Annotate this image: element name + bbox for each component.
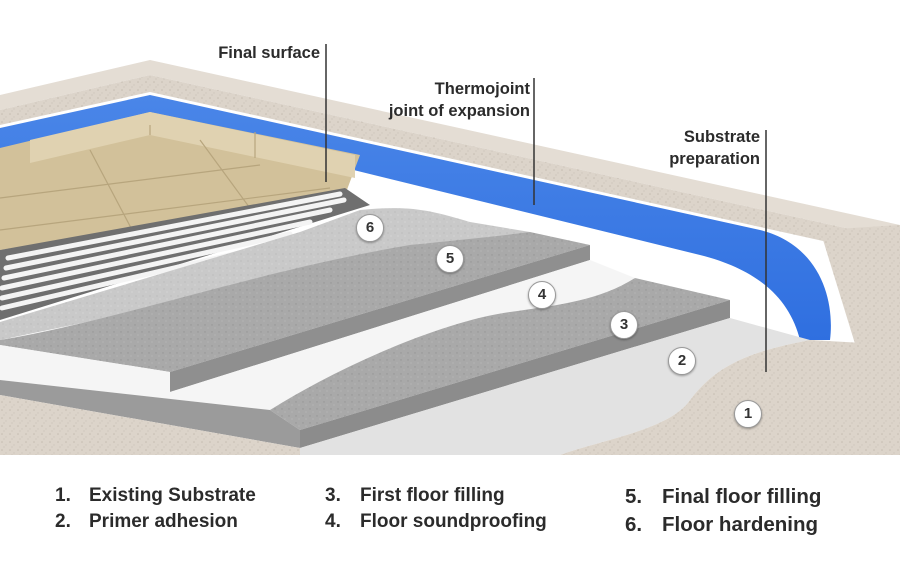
layer-4-surface (0, 260, 635, 410)
badge-layer-5: 5 (436, 245, 464, 273)
callout-thermojoint: Thermojoint joint of expansion (340, 78, 530, 122)
wall-right (820, 225, 900, 360)
badge-layer-1: 1 (734, 400, 762, 428)
badge-layer-3: 3 (610, 311, 638, 339)
legend-label-1: Existing Substrate (89, 485, 256, 506)
layer-6-surface (0, 208, 530, 340)
legend-item-3: 3. First floor filling (325, 485, 505, 507)
legend-label-5: Final floor filling (662, 485, 822, 508)
legend-num-2: 2. (55, 511, 71, 532)
callout-final-surface: Final surface (190, 42, 320, 64)
layer-1-surface (560, 340, 900, 455)
legend-num-3: 3. (325, 485, 341, 506)
legend-num-5: 5. (625, 485, 643, 508)
callout-substrate-preparation: Substrate preparation (620, 126, 760, 170)
wall-rim (0, 60, 900, 240)
legend-item-2: 2. Primer adhesion (55, 511, 238, 533)
floor-layers-diagram (0, 44, 900, 455)
substrate-front (0, 395, 300, 455)
badge-layer-2: 2 (668, 347, 696, 375)
legend-label-3: First floor filling (360, 485, 505, 506)
badge-layer-4: 4 (528, 281, 556, 309)
legend-label-2: Primer adhesion (89, 511, 238, 532)
legend-label-6: Floor hardening (662, 513, 819, 536)
legend-item-1: 1. Existing Substrate (55, 485, 256, 507)
wall-face-back (0, 75, 900, 258)
callout-final-surface-text: Final surface (218, 44, 320, 62)
legend-num-6: 6. (625, 513, 643, 536)
legend-item-4: 4. Floor soundproofing (325, 511, 547, 533)
callout-thermojoint-line1: Thermojoint (434, 80, 530, 98)
legend-num-4: 4. (325, 511, 341, 532)
layer-5-edge (170, 245, 590, 392)
legend-item-6: 6. Floor hardening (625, 513, 818, 537)
legend-item-5: 5. Final floor filling (625, 485, 821, 509)
callout-thermojoint-line2: joint of expansion (388, 102, 530, 120)
legend-label-4: Floor soundproofing (360, 511, 547, 532)
layer-3-front (0, 380, 300, 448)
legend-num-1: 1. (55, 485, 71, 506)
heating-pipes (0, 188, 370, 320)
callout-substrate-line1: Substrate (683, 128, 760, 146)
callout-substrate-line2: preparation (669, 150, 760, 168)
badge-layer-6: 6 (356, 214, 384, 242)
thermojoint-strip (0, 95, 831, 340)
tile-skirting (30, 112, 355, 178)
